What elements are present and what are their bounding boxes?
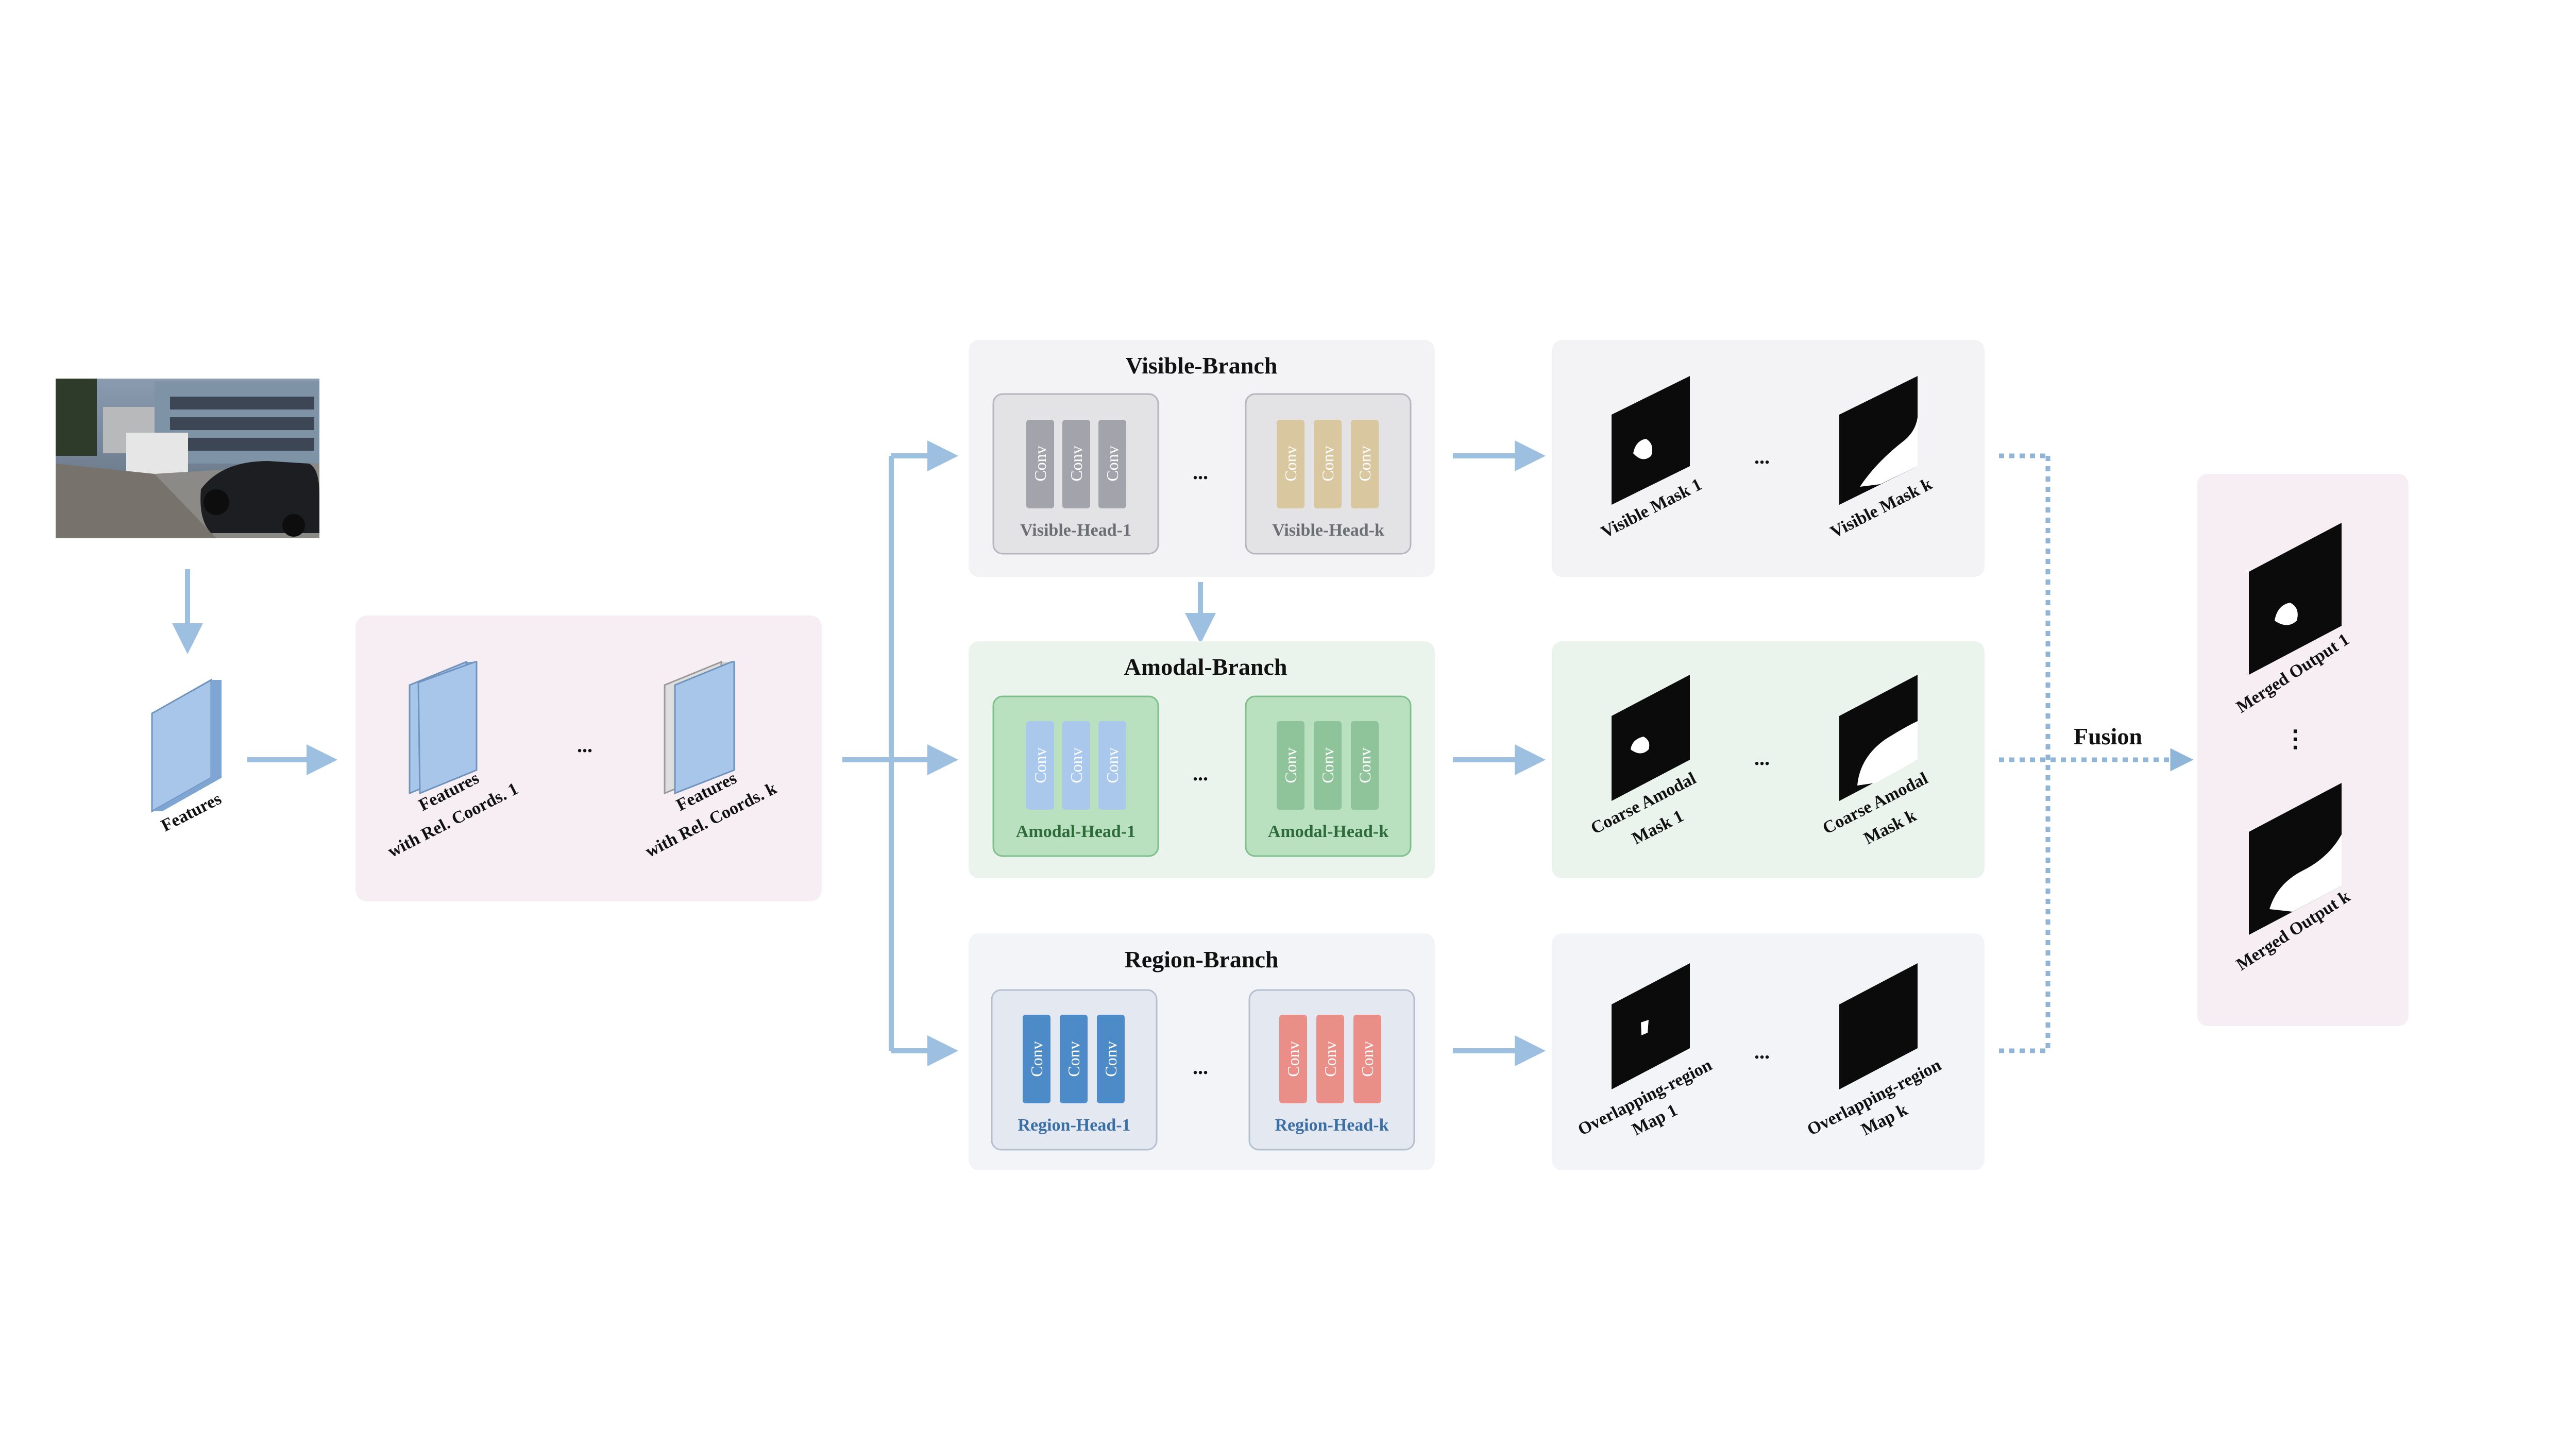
visible-head1-conv-1: Conv — [1031, 446, 1049, 481]
input-image — [56, 379, 319, 538]
amodal-head1-conv-1: Conv — [1031, 747, 1049, 783]
merged-output-k-image — [2249, 783, 2342, 935]
region-head1-conv-1: Conv — [1027, 1041, 1046, 1077]
amodal-branch-title: Amodal-Branch — [1124, 654, 1287, 680]
amodal-head-1-convs — [1026, 721, 1126, 810]
region-head1-conv-2: Conv — [1064, 1041, 1083, 1077]
amodal-headk-conv-1: Conv — [1281, 747, 1300, 783]
coarse-amodal-mask-k-image — [1839, 675, 1918, 801]
amodal-headk-conv-3: Conv — [1355, 747, 1374, 783]
visible-head1-conv-3: Conv — [1103, 446, 1122, 481]
region-head-k-convs — [1279, 1015, 1381, 1103]
branch-to-output-arrows — [1453, 440, 1546, 1066]
region-headk-conv-2: Conv — [1321, 1041, 1340, 1077]
amodal-head1-conv-3: Conv — [1103, 747, 1122, 783]
visible-heads-ellipsis: ... — [1193, 460, 1208, 484]
features-block — [151, 678, 222, 813]
region-head-1-label: Region-Head-1 — [1018, 1116, 1130, 1135]
branch-arrows — [842, 440, 958, 1066]
visible-head-1-label: Visible-Head-1 — [1020, 521, 1131, 540]
merged-output-1-image — [2249, 523, 2342, 675]
amodal-headk-conv-2: Conv — [1318, 747, 1337, 783]
rel-coords-block-k — [664, 660, 735, 795]
visible-head-k-convs — [1277, 420, 1379, 508]
coarse-amodal-mask-1-image — [1612, 675, 1690, 801]
region-head1-conv-3: Conv — [1101, 1041, 1120, 1077]
visible-masks-ellipsis: ... — [1754, 445, 1770, 468]
visible-head1-conv-2: Conv — [1067, 446, 1086, 481]
visible-headk-conv-2: Conv — [1318, 446, 1337, 481]
amodal-head1-conv-2: Conv — [1067, 747, 1086, 783]
fusion-label: Fusion — [2074, 723, 2142, 749]
region-head-1-convs — [1023, 1015, 1125, 1103]
fusion-connectors — [1999, 453, 2194, 1053]
visible-mask-1-image — [1612, 376, 1690, 505]
amodal-head-k-convs — [1277, 721, 1379, 810]
visible-branch-title: Visible-Branch — [1126, 352, 1278, 379]
visible-mask-k-image — [1839, 376, 1918, 505]
amodal-head-k-label: Amodal-Head-k — [1268, 822, 1388, 841]
visible-headk-conv-3: Conv — [1355, 446, 1374, 481]
rel-coords-ellipsis: ... — [577, 733, 592, 757]
region-headk-conv-1: Conv — [1284, 1041, 1302, 1077]
visible-head-k-label: Visible-Head-k — [1272, 521, 1384, 540]
region-head-k-label: Region-Head-k — [1275, 1116, 1389, 1135]
visible-head-1-convs — [1026, 420, 1126, 508]
coarse-amodal-ellipsis: ... — [1754, 746, 1770, 770]
region-headk-conv-3: Conv — [1358, 1041, 1377, 1077]
visible-headk-conv-1: Conv — [1281, 446, 1300, 481]
merged-output-ellipsis: ⋮ — [2283, 726, 2307, 752]
overlap-map-1-image — [1612, 963, 1690, 1089]
overlap-map-k-image — [1839, 963, 1918, 1089]
region-heads-ellipsis: ... — [1193, 1055, 1208, 1079]
overlap-map-ellipsis: ... — [1754, 1040, 1770, 1063]
amodal-heads-ellipsis: ... — [1193, 762, 1208, 785]
amodal-head-1-label: Amodal-Head-1 — [1016, 822, 1136, 841]
rel-coords-block-1 — [409, 660, 478, 795]
region-branch-title: Region-Branch — [1125, 946, 1279, 972]
